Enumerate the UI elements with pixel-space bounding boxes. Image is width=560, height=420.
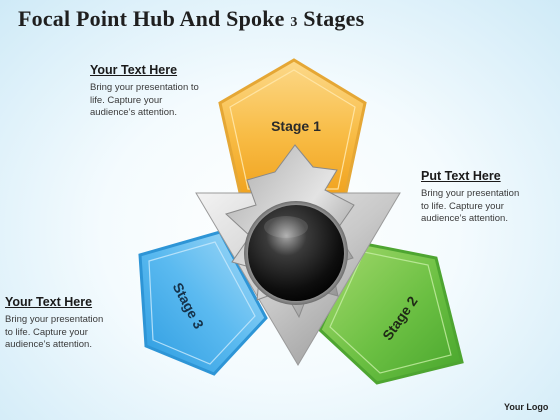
callout-line: Bring your presentation to (90, 82, 199, 93)
callout-line: to life. Capture your (5, 326, 88, 338)
callout-line: audience’s attention. (5, 339, 92, 350)
callout-top-left: Your Text Here Bring your presentation t… (90, 63, 240, 120)
callout-line: to life. Capture your (421, 200, 504, 212)
page-title: Focal Point Hub And Spoke 3 Stages (18, 6, 364, 32)
callout-heading: Your Text Here (5, 295, 93, 309)
callout-body: Bring your presentation to life. Capture… (90, 82, 240, 120)
callout-body: Bring your presentation to life. Capture… (5, 314, 155, 352)
callout-heading: Put Text Here (421, 169, 501, 183)
callout-line: Bring your presentation (5, 314, 104, 325)
stage-3-block: Stage 3 (138, 230, 268, 376)
callout-body: Bring your presentation to life. Capture… (421, 188, 560, 226)
focal-ball (248, 205, 344, 301)
title-main: Focal Point Hub And Spoke (18, 6, 285, 31)
focal-ball-highlight (264, 216, 308, 238)
title-number: 3 (290, 15, 298, 30)
logo-placeholder: Your Logo (504, 402, 549, 412)
callout-right: Put Text Here Bring your presentation to… (421, 169, 560, 226)
callout-line: audience’s attention. (421, 213, 508, 224)
callout-line: audience’s attention. (90, 107, 177, 118)
stage-1-label: Stage 1 (271, 118, 321, 134)
stage-2-block: Stage 2 (318, 241, 464, 385)
callout-line: life. Capture your (90, 94, 163, 106)
callout-line: Bring your presentation (421, 188, 520, 199)
title-tail: Stages (303, 6, 365, 31)
callout-heading: Your Text Here (90, 63, 178, 77)
callout-bottom-left: Your Text Here Bring your presentation t… (5, 295, 155, 352)
